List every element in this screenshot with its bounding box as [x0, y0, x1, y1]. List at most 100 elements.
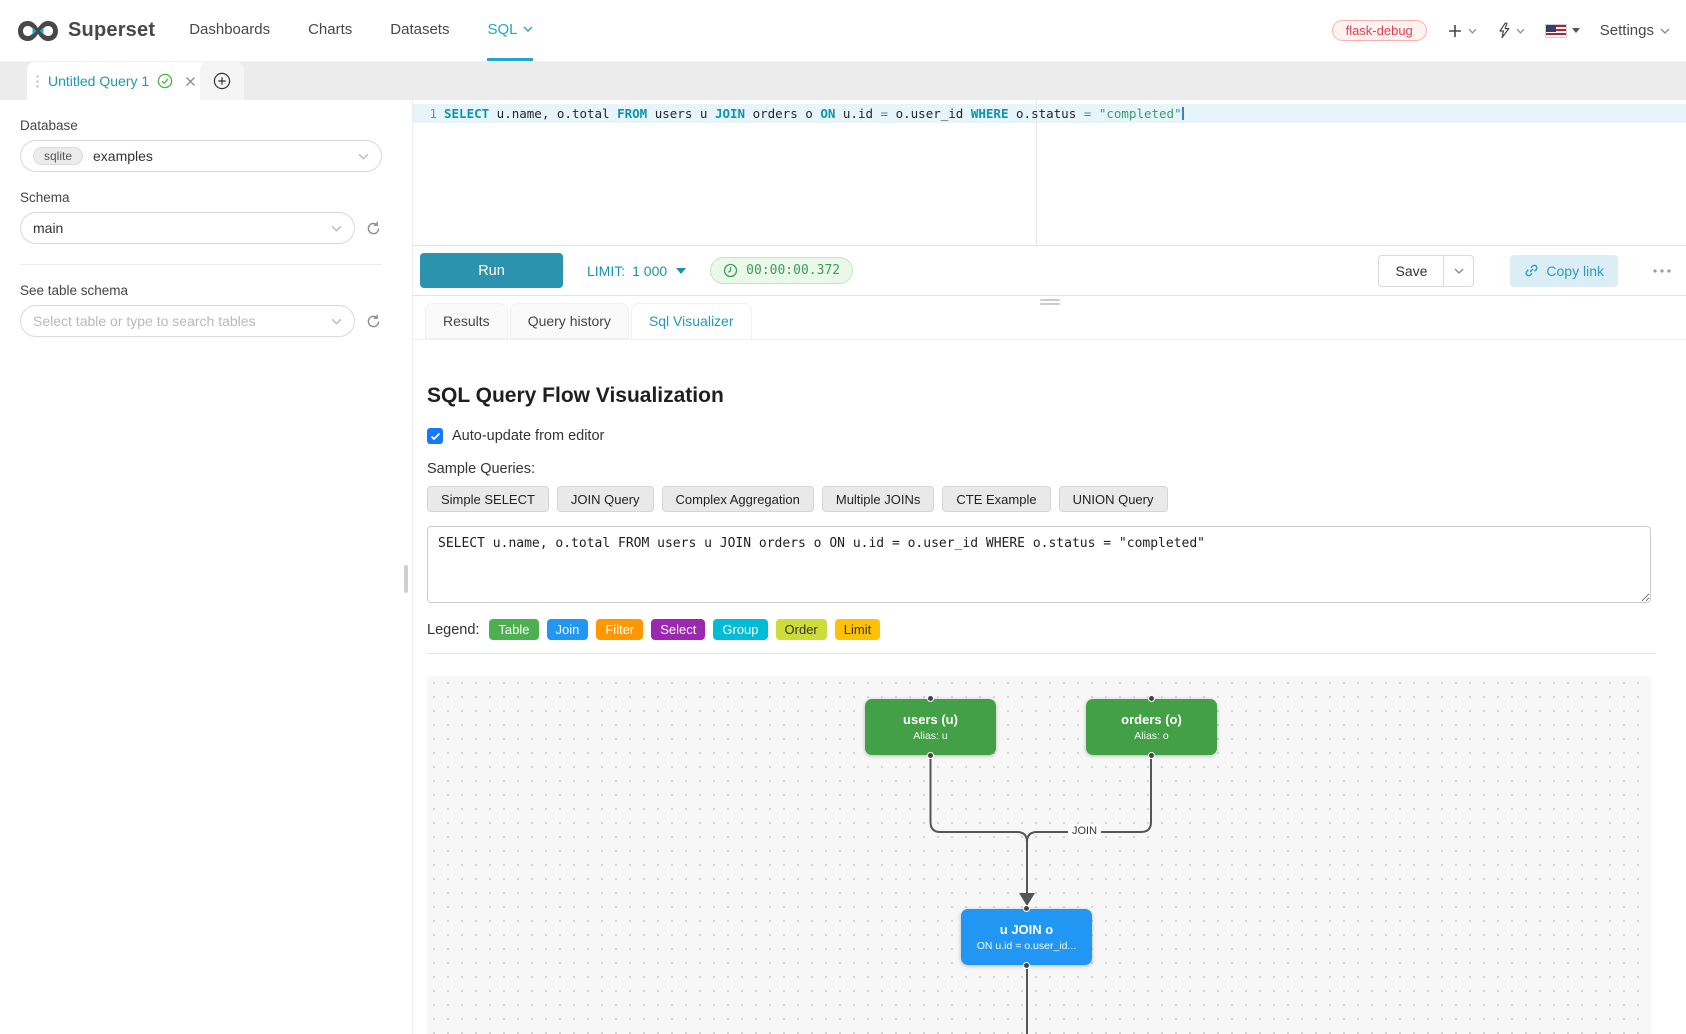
- results-tabbar: Results Query history Sql Visualizer: [413, 303, 1686, 340]
- tab-sql-visualizer[interactable]: Sql Visualizer: [630, 303, 752, 339]
- flow-node-users[interactable]: users (u) Alias: u: [865, 695, 996, 759]
- results-south-pane: Results Query history Sql Visualizer SQL…: [413, 295, 1686, 1034]
- check-icon: [430, 432, 440, 440]
- node-subtitle: ON u.id = o.user_id...: [976, 940, 1077, 952]
- caret-down-icon: [1571, 28, 1580, 33]
- editor-code-line[interactable]: SELECT u.name, o.total FROM users u JOIN…: [444, 106, 1184, 121]
- editor-active-line: [413, 104, 1686, 123]
- auto-update-checkbox[interactable]: [427, 428, 443, 444]
- sidebar-divider: [20, 264, 382, 265]
- node-title: users (u): [903, 712, 958, 727]
- visualizer-sql-input[interactable]: SELECT u.name, o.total FROM users u JOIN…: [427, 526, 1651, 603]
- node-handle-top[interactable]: [1148, 695, 1155, 702]
- sample-query-buttons: Simple SELECT JOIN Query Complex Aggrega…: [427, 486, 1686, 512]
- drag-handle-icon[interactable]: [35, 73, 40, 89]
- environment-badge: flask-debug: [1331, 20, 1427, 41]
- caret-down-icon: [676, 267, 687, 274]
- text-cursor: [1181, 107, 1184, 120]
- chevron-down-icon: [1516, 28, 1525, 34]
- node-handle-bottom[interactable]: [1148, 752, 1155, 759]
- legend-badge-join: Join: [546, 619, 589, 640]
- editor-print-margin: [1036, 100, 1037, 245]
- limit-dropdown[interactable]: LIMIT: 1 000: [587, 263, 687, 279]
- ellipsis-icon: [1653, 268, 1671, 273]
- node-handle-top[interactable]: [927, 695, 934, 702]
- sample-complex-aggregation-button[interactable]: Complex Aggregation: [661, 486, 814, 512]
- table-select[interactable]: Select table or type to search tables: [20, 305, 355, 337]
- check-circle-icon: [157, 73, 173, 89]
- save-options-button[interactable]: [1444, 254, 1475, 287]
- schema-select[interactable]: main: [20, 212, 355, 244]
- editor-line-number: 1: [429, 106, 437, 121]
- brand-name: Superset: [68, 19, 156, 41]
- node-handle-top[interactable]: [1023, 905, 1030, 912]
- node-handle-bottom[interactable]: [1023, 962, 1030, 969]
- query-tab-untitled-1[interactable]: Untitled Query 1: [27, 62, 209, 100]
- nav-spacer: [533, 0, 1331, 61]
- editor-toolbar: Run LIMIT: 1 000 00:00:00.372 Save: [413, 245, 1686, 295]
- node-handle-bottom[interactable]: [927, 752, 934, 759]
- sample-union-query-button[interactable]: UNION Query: [1058, 486, 1168, 512]
- new-item-menu[interactable]: [1447, 23, 1477, 39]
- legend-badge-select: Select: [651, 619, 706, 640]
- legend-badge-table: Table: [489, 619, 539, 640]
- new-query-tab-button[interactable]: [200, 62, 244, 100]
- chevron-down-icon: [331, 318, 342, 325]
- nav-item-datasets[interactable]: Datasets: [390, 20, 450, 38]
- chevron-down-icon: [1468, 28, 1477, 34]
- nav-item-dashboards[interactable]: Dashboards: [189, 20, 271, 38]
- pane-resize-handle[interactable]: [1039, 299, 1060, 306]
- refresh-schemas-button[interactable]: [365, 220, 382, 237]
- tab-results[interactable]: Results: [425, 303, 508, 339]
- save-split-button: Save: [1378, 254, 1475, 287]
- nav-item-sql[interactable]: SQL: [487, 0, 534, 61]
- language-picker[interactable]: [1544, 23, 1580, 38]
- edge-label-join: JOIN: [1068, 824, 1102, 838]
- run-query-button[interactable]: Run: [420, 253, 563, 288]
- tab-query-history[interactable]: Query history: [509, 303, 629, 339]
- node-subtitle: Alias: u: [913, 730, 948, 742]
- sample-simple-select-button[interactable]: Simple SELECT: [427, 486, 549, 512]
- visualizer-title: SQL Query Flow Visualization: [427, 384, 724, 407]
- query-timer-badge: 00:00:00.372: [710, 257, 854, 284]
- chevron-down-icon: [358, 153, 369, 160]
- query-timer-value: 00:00:00.372: [746, 263, 841, 278]
- table-schema-label: See table schema: [20, 283, 129, 298]
- table-select-placeholder: Select table or type to search tables: [33, 313, 256, 329]
- sample-multiple-joins-button[interactable]: Multiple JOINs: [821, 486, 935, 512]
- sqllab-left-sidebar: Database sqlite examples Schema main: [0, 100, 406, 1034]
- plus-circle-icon: [213, 72, 231, 90]
- query-tabstrip: Untitled Query 1: [0, 62, 1686, 100]
- lightning-bolt-icon: [1499, 22, 1510, 39]
- flow-canvas[interactable]: users (u) Alias: u orders (o) Alias: o J…: [427, 676, 1651, 1034]
- superset-logo[interactable]: Superset: [16, 0, 155, 61]
- refresh-icon: [367, 221, 380, 234]
- link-icon: [1525, 264, 1538, 277]
- auto-update-label: Auto-update from editor: [452, 428, 605, 444]
- close-tab-icon[interactable]: [185, 76, 196, 87]
- more-actions-button[interactable]: [1652, 268, 1672, 274]
- main-nav: Dashboards Charts Datasets SQL: [189, 0, 534, 61]
- flow-node-join[interactable]: u JOIN o ON u.id = o.user_id...: [961, 905, 1092, 969]
- nav-item-charts[interactable]: Charts: [308, 20, 353, 38]
- top-navbar: Superset Dashboards Charts Datasets SQL …: [0, 0, 1686, 62]
- sample-join-query-button[interactable]: JOIN Query: [556, 486, 654, 512]
- database-value: examples: [93, 148, 153, 164]
- database-select[interactable]: sqlite examples: [20, 140, 382, 172]
- query-search-menu[interactable]: [1497, 22, 1525, 39]
- flow-edges: [929, 755, 1152, 1034]
- sidebar-resize-handle[interactable]: [404, 565, 408, 593]
- save-button[interactable]: Save: [1378, 254, 1445, 287]
- refresh-tables-button[interactable]: [365, 313, 382, 330]
- sqllab-main-pane: 1 SELECT u.name, o.total FROM users u JO…: [412, 100, 1686, 1034]
- copy-link-button[interactable]: Copy link: [1510, 254, 1618, 287]
- chevron-down-icon: [1454, 268, 1464, 274]
- settings-menu[interactable]: Settings: [1600, 22, 1670, 39]
- sql-visualizer-panel: SQL Query Flow Visualization Auto-update…: [413, 340, 1686, 1034]
- flow-node-orders[interactable]: orders (o) Alias: o: [1086, 695, 1217, 759]
- auto-update-checkbox-row[interactable]: Auto-update from editor: [427, 428, 1686, 444]
- sample-cte-example-button[interactable]: CTE Example: [942, 486, 1051, 512]
- sql-code-editor[interactable]: 1 SELECT u.name, o.total FROM users u JO…: [413, 100, 1686, 245]
- schema-value: main: [33, 220, 64, 236]
